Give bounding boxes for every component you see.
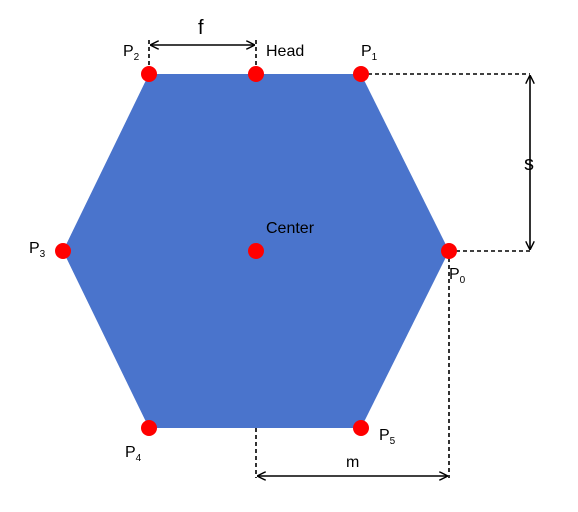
point-center — [248, 243, 264, 259]
label-dimension-s: s — [524, 153, 534, 175]
label-dimension-f: f — [198, 17, 204, 39]
point-p0 — [441, 243, 457, 259]
dimension-arrows — [151, 45, 530, 476]
point-p2 — [141, 66, 157, 82]
label-p3: P3 — [29, 240, 46, 260]
point-p1 — [353, 66, 369, 82]
label-p1: P1 — [361, 43, 378, 63]
label-dimension-m: m — [346, 454, 359, 471]
point-head — [248, 66, 264, 82]
label-p5: P5 — [379, 427, 396, 447]
label-p4: P4 — [125, 444, 142, 464]
point-p5 — [353, 420, 369, 436]
label-head: Head — [266, 43, 304, 60]
label-p2: P2 — [123, 43, 140, 63]
point-p4 — [141, 420, 157, 436]
points — [55, 66, 457, 436]
label-center: Center — [266, 220, 315, 237]
label-p0: P0 — [449, 266, 466, 286]
point-p3 — [55, 243, 71, 259]
